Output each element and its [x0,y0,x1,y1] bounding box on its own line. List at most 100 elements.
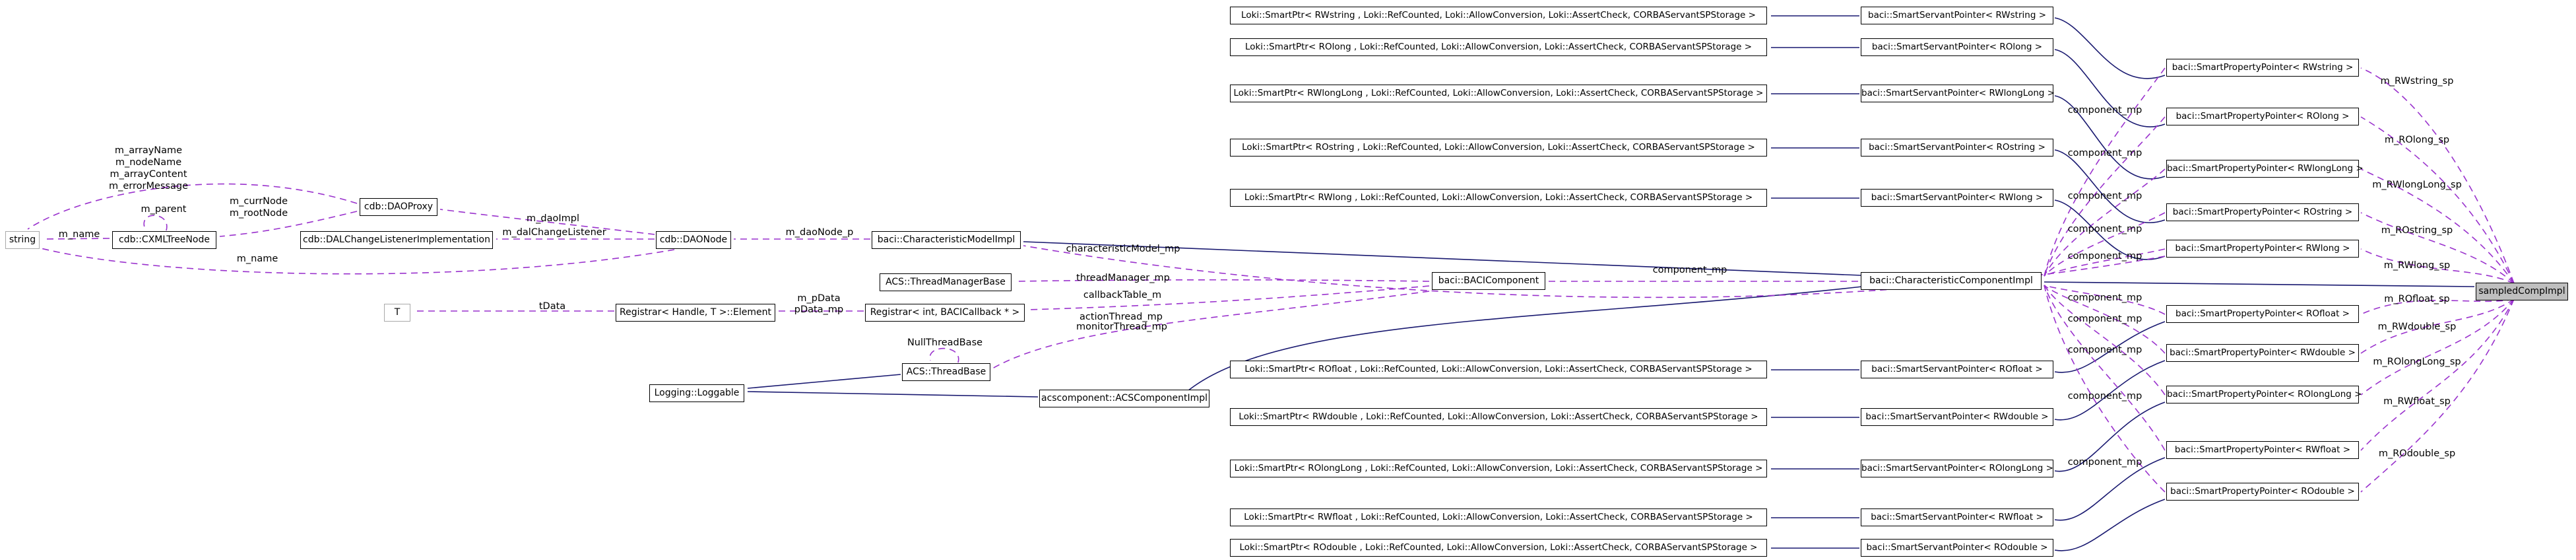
node-loggable[interactable]: Logging::Loggable [649,384,744,402]
label-m-rwstring-sp: m_RWstring_sp [2380,76,2454,87]
usage-edge [2360,168,2515,284]
node-threadbase[interactable]: ACS::ThreadBase [902,363,990,381]
usage-edge [992,291,1430,369]
node-daonode[interactable]: cdb::DAONode [656,231,731,249]
node-loki-smartptr-rwlong[interactable]: Loki::SmartPtr< RWlong , Loki::RefCounte… [1230,189,1767,207]
node-smartservantpointer-rostring[interactable]: baci::SmartServantPointer< ROstring > [1861,139,2053,157]
inheritance-edge [747,391,1039,398]
node-loki-smartptr-rwfloat[interactable]: Loki::SmartPtr< RWfloat , Loki::RefCount… [1230,508,1767,526]
usage-edge [439,209,655,235]
usage-edge [2044,285,2166,493]
node-smartservantpointer-rwlong[interactable]: baci::SmartServantPointer< RWlong > [1861,189,2053,207]
node-loki-smartptr-rolonglong[interactable]: Loki::SmartPtr< ROlongLong , Loki::RefCo… [1230,460,1767,477]
edge-label-nullthreadbase: NullThreadBase [907,337,983,348]
usage-edge [2044,285,2166,354]
usage-edge [2044,116,2166,277]
usage-edge [2360,116,2515,284]
node-registrar-element[interactable]: Registrar< Handle, T >::Element [616,304,775,322]
node-smartservantpointer-rwstring[interactable]: baci::SmartServantPointer< RWstring > [1861,7,2053,24]
edge-label-m-pdata: m_pData [797,293,841,304]
inheritance-edge [2054,17,2166,79]
node-loki-smartptr-rwlonglong[interactable]: Loki::SmartPtr< RWlongLong , Loki::RefCo… [1230,85,1767,102]
node-string[interactable]: string [5,231,40,249]
node-smartservantpointer-rolong[interactable]: baci::SmartServantPointer< ROlong > [1861,38,2053,56]
node-loki-smartptr-rostring[interactable]: Loki::SmartPtr< ROstring , Loki::RefCoun… [1230,139,1767,157]
node-daoproxy[interactable]: cdb::DAOProxy [360,198,437,216]
label-m-rofloat-sp: m_ROfloat_sp [2384,294,2450,304]
node-acscomponentimpl[interactable]: acscomponent::ACSComponentImpl [1039,390,1209,407]
inheritance-edge [2054,499,2166,551]
usage-edge [929,347,959,363]
inheritance-edge [1023,241,1863,276]
usage-edge [42,238,110,240]
node-smartservantpointer-rwfloat[interactable]: baci::SmartServantPointer< RWfloat > [1861,508,2053,526]
node-loki-smartptr-rolong[interactable]: Loki::SmartPtr< ROlong , Loki::RefCounte… [1230,38,1767,56]
inheritance-edge [2054,402,2166,472]
usage-edge [2044,248,2166,277]
node-smartpropertypointer-rwstring[interactable]: baci::SmartPropertyPointer< RWstring > [2166,59,2359,77]
node-smartpropertypointer-rwlonglong[interactable]: baci::SmartPropertyPointer< RWlongLong > [2166,160,2364,178]
usage-edge [2044,168,2166,277]
node-t-template-param[interactable]: T [384,304,410,322]
inheritance-edge [2054,321,2166,373]
edge-label-m-rootnode: m_rootNode [229,208,288,219]
node-cxmltreenode[interactable]: cdb::CXMLTreeNode [112,231,216,249]
node-bacicomponent[interactable]: baci::BACIComponent [1432,272,1545,290]
inheritance-edge [2054,457,2166,521]
edge-label-m-parent: m_parent [141,204,187,215]
edge-label-component-mp: component_mp [2067,191,2142,201]
inheritance-edge [2054,360,2166,421]
usage-edge [1014,279,1430,282]
node-characteristiccomponentimpl[interactable]: baci::CharacteristicComponentImpl [1861,272,2042,290]
node-loki-smartptr-rwstring[interactable]: Loki::SmartPtr< RWstring , Loki::RefCoun… [1230,7,1767,24]
edge-label-threadmanager-mp: threadManager_mp [1076,273,1170,283]
usage-edge [2360,298,2515,396]
usage-edge [2360,248,2515,284]
node-smartservantpointer-rodouble[interactable]: baci::SmartServantPointer< ROdouble > [1861,539,2053,557]
node-dalchangelistenerimplementation[interactable]: cdb::DALChangeListenerImplementation [300,231,493,249]
edge-label-component-mp: component_mp [2067,293,2142,303]
node-smartservantpointer-rwdouble[interactable]: baci::SmartServantPointer< RWdouble > [1861,408,2053,426]
node-smartpropertypointer-rolong[interactable]: baci::SmartPropertyPointer< ROlong > [2166,108,2359,125]
node-smartpropertypointer-rolonglong[interactable]: baci::SmartPropertyPointer< ROlongLong > [2166,386,2362,403]
node-loki-smartptr-rofloat[interactable]: Loki::SmartPtr< ROfloat , Loki::RefCount… [1230,361,1767,378]
inheritance-edge [2054,95,2166,180]
edge-label-characteristicmodel-mp: characteristicModel_mp [1066,244,1180,254]
node-smartpropertypointer-rodouble[interactable]: baci::SmartPropertyPointer< ROdouble > [2166,483,2359,501]
node-registrar-bacicallback[interactable]: Registrar< int, BACICallback * > [865,304,1025,322]
node-loki-smartptr-rwdouble[interactable]: Loki::SmartPtr< RWdouble , Loki::RefCoun… [1230,408,1767,426]
node-sampledcompimpl[interactable]: sampledCompImpl [2476,283,2568,300]
node-loki-smartptr-rodouble[interactable]: Loki::SmartPtr< ROdouble , Loki::RefCoun… [1230,539,1767,557]
edge-label-component-mp: component_mp [2067,345,2142,355]
inheritance-edge [747,374,901,389]
edge-label-m-dalchangelistener: m_dalChangeListener [502,227,606,238]
node-smartservantpointer-rwlonglong[interactable]: baci::SmartServantPointer< RWlongLong > [1861,85,2055,102]
usage-edge [2044,212,2166,277]
edge-label-tdata: tData [538,301,566,312]
usage-edge [40,248,675,275]
edge-label-component-mp: component_mp [1652,265,1727,275]
node-smartservantpointer-rolonglong[interactable]: baci::SmartServantPointer< ROlongLong > [1861,460,2053,477]
edge-label-component-mp: component_mp [2067,457,2142,468]
edge-label-component-mp: component_mp [2067,224,2142,234]
node-characteristicmodelimpl[interactable]: baci::CharacteristicModelImpl [872,231,1021,249]
node-smartpropertypointer-rwlong[interactable]: baci::SmartPropertyPointer< RWlong > [2166,240,2359,258]
node-smartpropertypointer-rofloat[interactable]: baci::SmartPropertyPointer< ROfloat > [2166,305,2359,323]
usage-edge [2360,298,2515,354]
edge-label-component-mp: component_mp [2067,314,2142,324]
node-threadmanagerbase[interactable]: ACS::ThreadManagerBase [880,273,1012,291]
edge-label-callbacktable-m: callbackTable_m [1083,290,1162,300]
edge-label-m-name: m_name [58,229,100,240]
node-smartservantpointer-rofloat[interactable]: baci::SmartServantPointer< ROfloat > [1861,361,2053,378]
node-smartpropertypointer-rwfloat[interactable]: baci::SmartPropertyPointer< RWfloat > [2166,441,2359,459]
inheritance-edge [2054,199,2166,260]
edge-label-m-daoimpl: m_daoImpl [527,213,579,224]
label-m-rwlonglong-sp: m_RWlongLong_sp [2372,180,2462,190]
node-smartpropertypointer-rostring[interactable]: baci::SmartPropertyPointer< ROstring > [2166,203,2359,221]
node-smartpropertypointer-rwdouble[interactable]: baci::SmartPropertyPointer< RWdouble > [2166,344,2359,362]
edge-label-m-currnode: m_currNode [229,196,288,207]
edge-label-m-daonode-p: m_daoNode_p [785,227,854,238]
edge-label-component-mp: component_mp [2067,105,2142,116]
